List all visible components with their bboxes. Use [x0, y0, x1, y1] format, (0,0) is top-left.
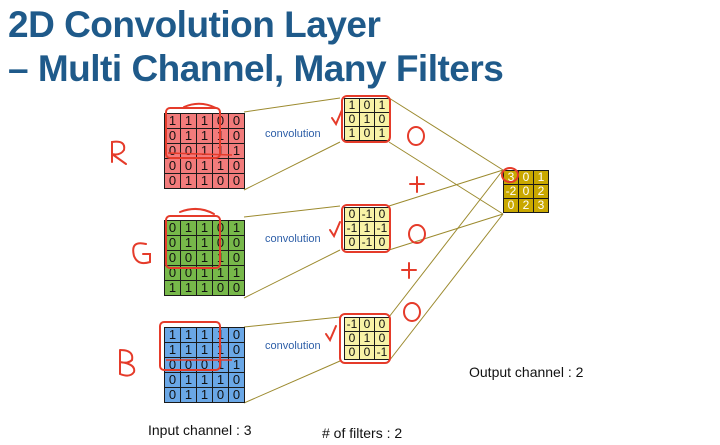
check-mark-1	[331, 109, 343, 127]
circle-mark-3	[403, 302, 421, 322]
matrix-cell: 0	[180, 250, 197, 266]
matrix-cell: 0	[228, 113, 245, 129]
output-cell-circle	[501, 167, 519, 183]
matrix-cell: 1	[180, 387, 197, 403]
matrix-cell: 1	[180, 220, 197, 236]
matrix-cell: 1	[359, 221, 375, 236]
matrix-cell: -1	[359, 235, 375, 250]
matrix-cell: 0	[180, 265, 197, 281]
letter-b	[119, 349, 136, 377]
matrix-cell: 0	[228, 173, 245, 189]
matrix-cell: 1	[196, 280, 213, 296]
red-channel-shadow-line	[167, 152, 233, 156]
matrix-cell: 0	[212, 173, 229, 189]
matrix-cell: 1	[164, 280, 181, 296]
convolution-label-3: convolution	[265, 340, 321, 352]
matrix-cell: 1	[196, 387, 213, 403]
matrix-cell: 0	[164, 372, 181, 388]
check-mark-3	[325, 325, 337, 343]
matrix-cell: 0	[212, 280, 229, 296]
matrix-cell: 0	[359, 345, 375, 360]
matrix-cell: 1	[180, 372, 197, 388]
matrix-cell: 1	[180, 113, 197, 129]
matrix-cell: 2	[518, 198, 534, 213]
scribble-red-top	[183, 102, 217, 109]
matrix-cell: 1	[196, 173, 213, 189]
matrix-cell: 0	[228, 280, 245, 296]
matrix-cell: 1	[196, 220, 213, 236]
matrix-cell: 0	[164, 387, 181, 403]
matrix-cell: 1	[374, 126, 390, 141]
scribble-green-side	[179, 208, 215, 215]
matrix-cell: 0	[344, 207, 360, 222]
filters-caption: # of filters : 2	[322, 425, 403, 441]
matrix-cell: 1	[196, 128, 213, 144]
matrix-cell: 1	[180, 280, 197, 296]
page-title-line1: 2D Convolution Layer	[8, 4, 381, 45]
page-title-line2: – Multi Channel, Many Filters	[8, 48, 504, 89]
matrix-cell: 1	[212, 372, 229, 388]
plus-mark-1	[409, 176, 425, 193]
plus-mark-2	[401, 262, 417, 279]
letter-g	[132, 242, 151, 265]
matrix-cell: 0	[228, 158, 245, 174]
matrix-cell: -1	[344, 317, 360, 332]
matrix-cell: 1	[212, 158, 229, 174]
convolution-label-1: convolution	[265, 128, 321, 140]
scribble-green-window	[165, 215, 221, 269]
matrix-cell: 0	[359, 317, 375, 332]
matrix-cell: 1	[196, 158, 213, 174]
matrix-cell: 0	[344, 112, 360, 127]
scribble-filter-1	[341, 95, 391, 143]
matrix-cell: 1	[359, 112, 375, 127]
output-channel-caption: Output channel : 2	[469, 364, 584, 380]
matrix-cell: 0	[180, 143, 197, 159]
matrix-cell: 1	[344, 126, 360, 141]
matrix-cell: 0	[228, 327, 245, 343]
matrix-cell: 1	[212, 265, 229, 281]
scribble-filter-3	[339, 313, 391, 364]
matrix-cell: 0	[344, 235, 360, 250]
matrix-cell: 0	[212, 387, 229, 403]
matrix-cell: 0	[164, 173, 181, 189]
matrix-cell: 0	[374, 235, 390, 250]
matrix-cell: 3	[533, 198, 549, 213]
letter-r	[111, 140, 127, 165]
matrix-cell: 0	[503, 198, 519, 213]
scribble-blue-window	[159, 321, 221, 371]
matrix-cell: -1	[359, 207, 375, 222]
matrix-cell: 2	[533, 184, 549, 199]
matrix-cell: 0	[228, 128, 245, 144]
matrix-cell: 0	[228, 387, 245, 403]
matrix-cell: 1	[228, 357, 245, 373]
check-mark-2	[329, 221, 341, 239]
matrix-cell: 0	[359, 98, 375, 113]
scribble-red-window	[165, 107, 221, 159]
scribble-filter-2	[341, 204, 391, 253]
matrix-cell: 1	[180, 173, 197, 189]
matrix-cell: 1	[196, 372, 213, 388]
circle-mark-1	[407, 126, 425, 146]
matrix-cell: 1	[180, 342, 197, 358]
matrix-cell: 1	[164, 327, 181, 343]
matrix-cell: 1	[533, 170, 549, 185]
input-channel-caption: Input channel : 3	[148, 422, 252, 438]
matrix-cell: 1	[359, 331, 375, 346]
matrix-cell: -1	[374, 345, 390, 360]
circle-mark-2	[408, 224, 426, 244]
convolution-label-2: convolution	[265, 233, 321, 245]
